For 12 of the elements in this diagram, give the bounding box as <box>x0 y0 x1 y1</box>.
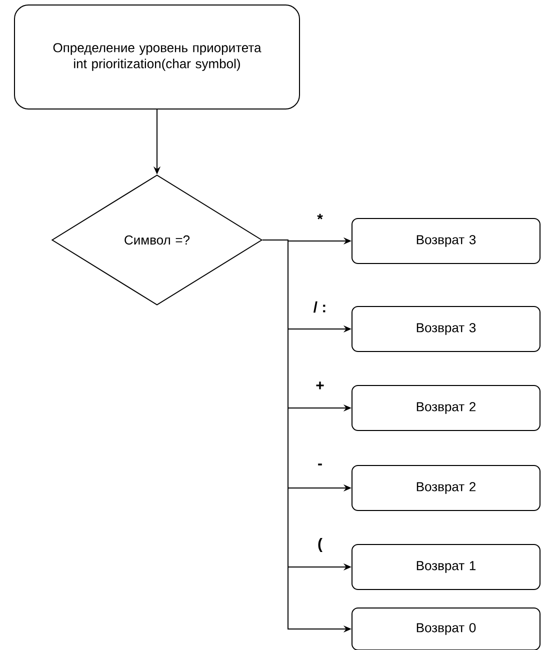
edge-label: / : <box>312 300 328 314</box>
result-box: Возврат 2 <box>352 465 540 511</box>
edge-label: - <box>316 462 324 470</box>
process-box: Определение уровень приоритета int prioritization(char symbol) <box>14 4 300 110</box>
edge-label: ( <box>316 537 324 553</box>
result-box: Возврат 2 <box>352 385 540 431</box>
result-box: Возврат 3 <box>352 306 540 352</box>
edge-label: * <box>316 212 324 226</box>
edge-label: + <box>314 380 326 392</box>
result-box: Возврат 1 <box>352 544 540 590</box>
result-box: Возврат 3 <box>352 218 540 264</box>
result-box: Возврат 0 <box>352 608 540 650</box>
